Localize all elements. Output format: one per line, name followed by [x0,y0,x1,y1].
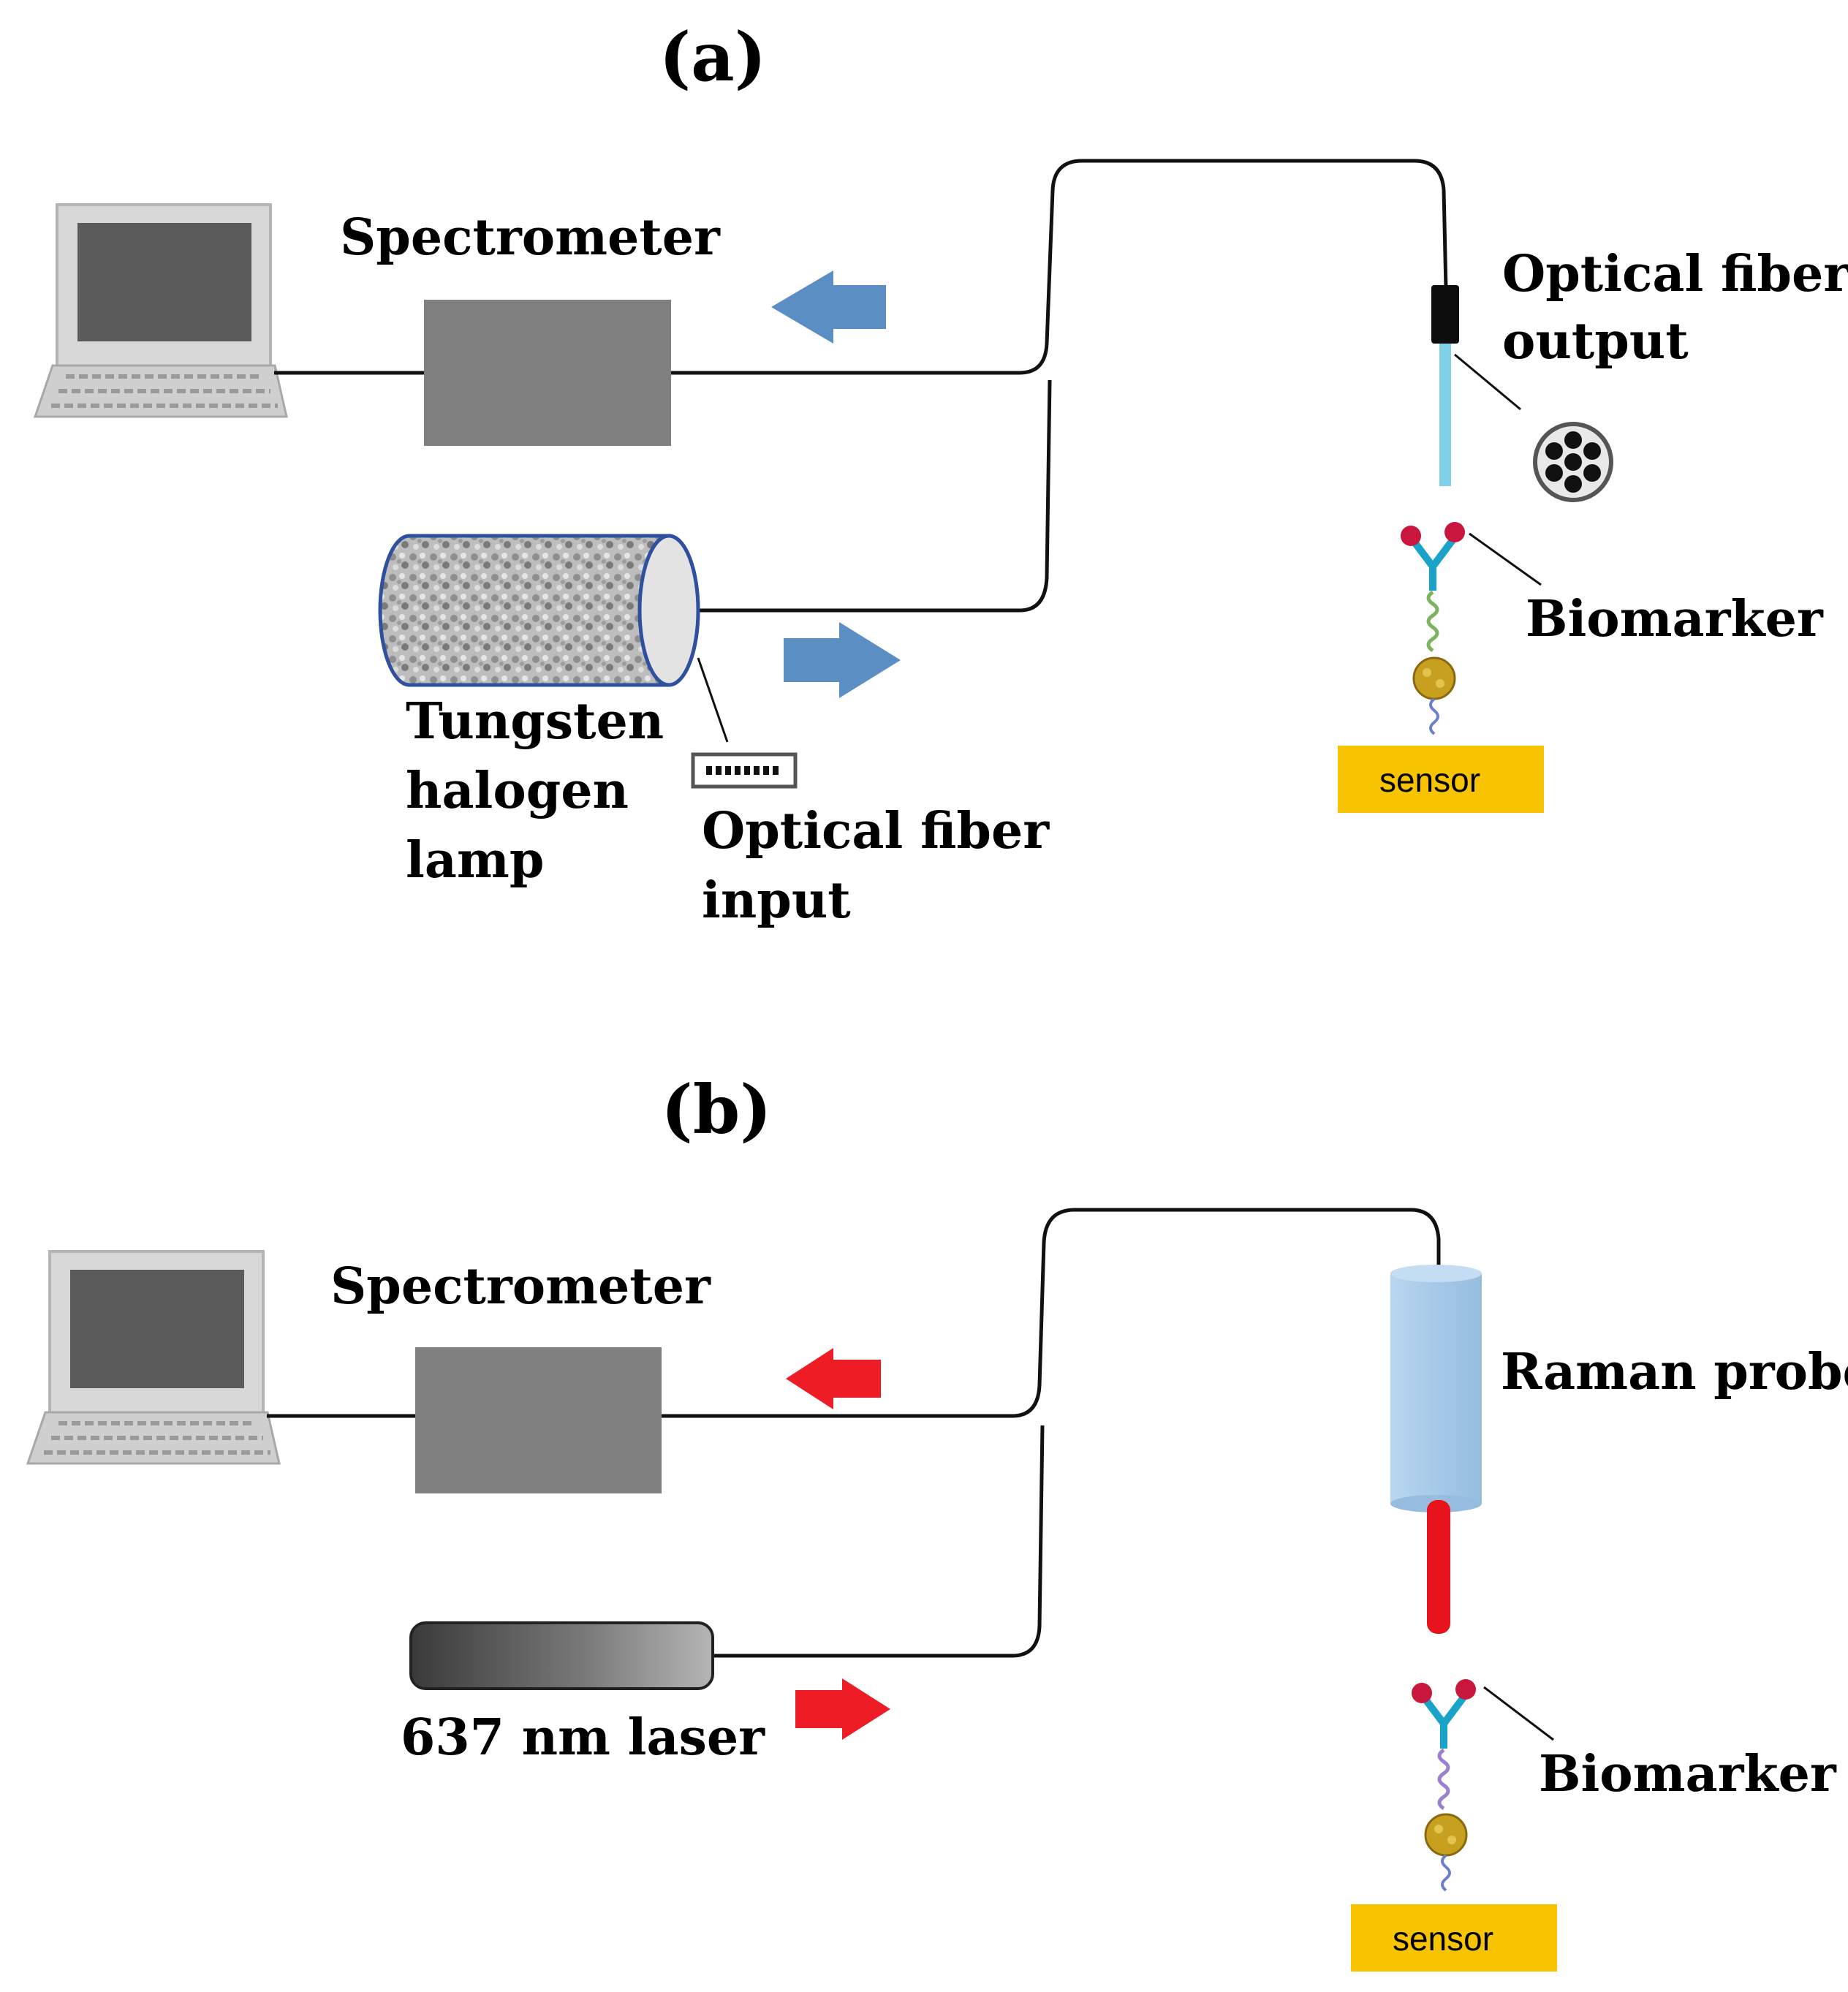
lamp-label-line1: Tungsten [406,692,664,751]
fiber-input-label-line2: input [702,871,851,930]
biomarker-leader-b [1483,1686,1554,1741]
fiber-cables [274,159,1448,613]
laser-icon [409,1621,714,1690]
fiber-input-leader [697,657,729,743]
antibody-icon-b [1412,1679,1476,1892]
biomarker-label-b: Biomarker [1539,1745,1837,1803]
lamp-label-line3: lamp [406,831,544,890]
laptop-icon [26,1250,281,1465]
laptop-icon [33,203,288,418]
raman-probe [1390,1265,1482,1512]
return-arrow-b [786,1348,881,1409]
fiber-cables-b [267,1208,1441,1658]
spectrometer-box-a [424,300,671,446]
spectrometer-box-b [415,1347,662,1493]
probe-label: Raman probe [1501,1343,1848,1401]
return-arrow-a [771,270,886,344]
sensor-label-a: sensor [1379,761,1480,799]
fiber-output-label-line2: output [1502,312,1689,371]
sensor-box-a [1338,746,1544,813]
panel-a: (a) Spectrometer Tungsten halogen lamp [33,18,1848,930]
panel-b: (b) Spectrometer 637 nm laser [26,1070,1848,1972]
fiber-input-label-line1: Optical fiber [702,802,1050,860]
panel-b-label: (b) [661,1070,771,1149]
fiber-output-leader [1454,353,1521,411]
antibody-icon-a [1401,522,1465,735]
lamp-label-line2: halogen [406,762,629,820]
fiber-cross-section-icon [1533,422,1613,502]
forward-arrow-b [795,1678,890,1740]
laser-beam [1427,1500,1450,1634]
tungsten-lamp [378,534,700,687]
fiber-output-beam [1439,344,1451,486]
sensor-label-b: sensor [1393,1920,1493,1958]
panel-a-label: (a) [659,18,767,96]
fiber-output-connector [1431,285,1459,344]
laser-label: 637 nm laser [401,1708,765,1767]
sensor-box-b [1351,1904,1557,1972]
spectrometer-label-b: Spectrometer [330,1257,711,1316]
forward-arrow-a [784,622,901,698]
fiber-output-label-line1: Optical fiber [1502,245,1848,303]
biomarker-leader-a [1469,532,1542,586]
fiber-input-bundle-icon [691,752,798,789]
biomarker-label-a: Biomarker [1526,590,1824,648]
spectrometer-label-a: Spectrometer [340,208,721,267]
